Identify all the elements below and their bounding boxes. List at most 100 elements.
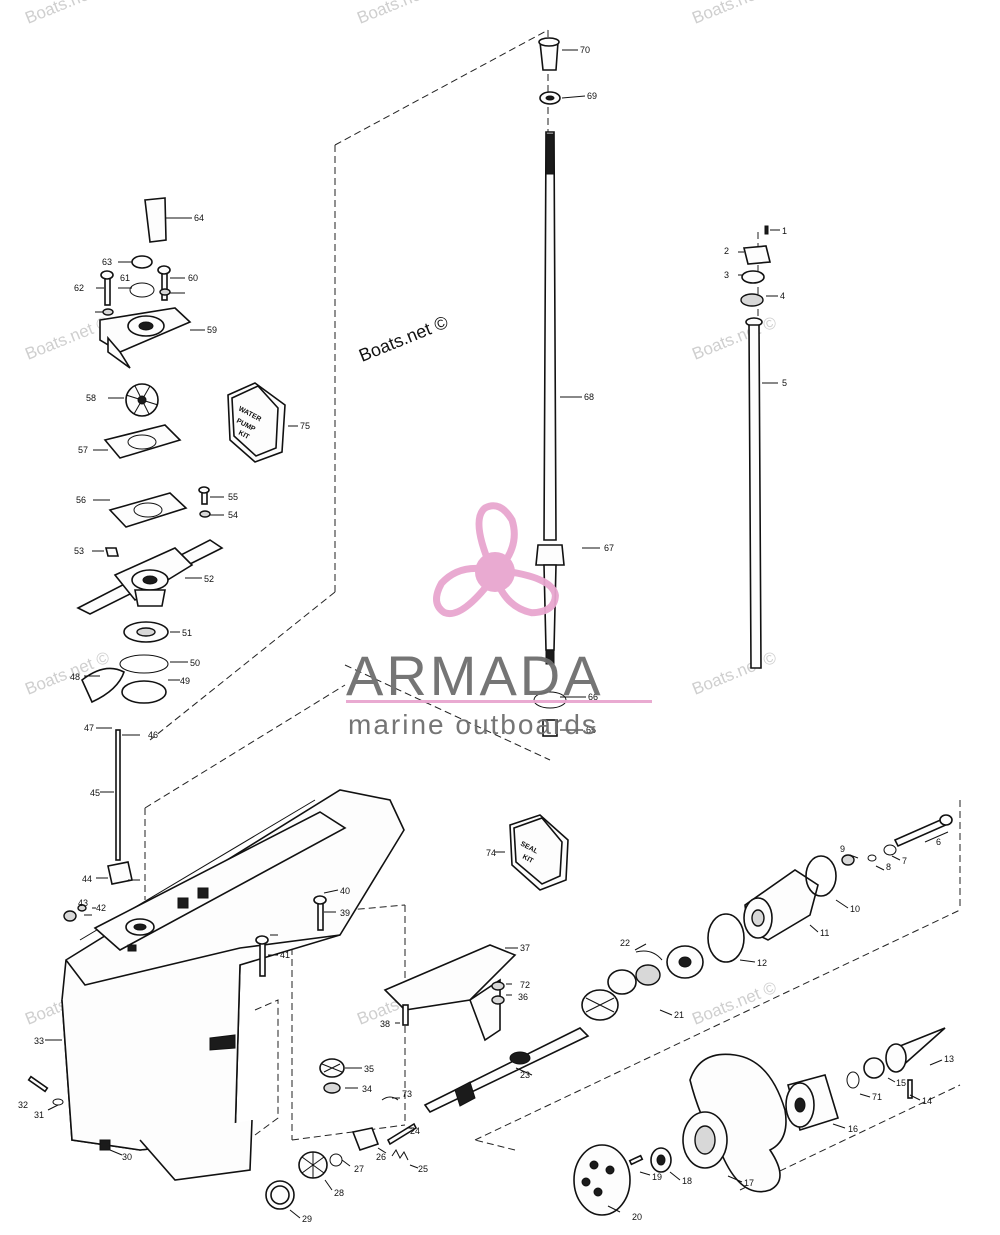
part-number: 62 <box>74 283 84 293</box>
part-number: 75 <box>300 421 310 431</box>
water-pump-assembly <box>76 197 224 704</box>
gearcase-housing <box>61 789 405 1181</box>
part-number: 68 <box>584 392 594 402</box>
logo-wordmark: ARMADA <box>346 644 604 707</box>
part-number: 27 <box>354 1164 364 1174</box>
watermark-center: Boats.net © <box>356 312 451 366</box>
trim-tab <box>383 944 517 1042</box>
watermark: Boats.net © <box>689 313 779 364</box>
part-number: 26 <box>376 1152 386 1162</box>
part-number: 23 <box>520 1070 530 1080</box>
guide-lines <box>144 29 961 1191</box>
part-number: 14 <box>922 1096 932 1106</box>
part-number: 17 <box>744 1178 754 1188</box>
part-number: 16 <box>848 1124 858 1134</box>
part-number: 30 <box>122 1152 132 1162</box>
part-number: 12 <box>757 958 767 968</box>
part-number: 25 <box>418 1164 428 1174</box>
drive-shaft-assembly <box>533 37 567 737</box>
part-number: 7 <box>902 856 907 866</box>
part-number: 74 <box>486 848 496 858</box>
armada-logo: ARMADA marine outboards <box>346 502 652 740</box>
watermark: Boats.net © <box>22 313 112 364</box>
part-number: 57 <box>78 445 88 455</box>
part-number: 70 <box>580 45 590 55</box>
housing-bolts <box>27 895 327 1106</box>
part-number: 52 <box>204 574 214 584</box>
part-number: 20 <box>632 1212 642 1222</box>
seal-kit: SEAL KIT <box>509 814 569 891</box>
part-number: 71 <box>872 1092 882 1102</box>
part-number: 42 <box>96 903 106 913</box>
part-number: 60 <box>188 273 198 283</box>
part-number: 18 <box>682 1176 692 1186</box>
part-number: 31 <box>34 1110 44 1120</box>
shift-rod-assembly <box>740 225 772 669</box>
part-labels: 1 2 3 4 5 6 7 8 9 10 11 12 13 14 15 16 1… <box>18 45 954 1224</box>
leader-lines <box>45 49 949 1219</box>
shift-linkage <box>63 729 133 922</box>
part-number: 65 <box>586 725 596 735</box>
part-number: 46 <box>148 730 158 740</box>
part-number: 8 <box>886 862 891 872</box>
part-number: 72 <box>520 980 530 990</box>
part-number: 38 <box>380 1019 390 1029</box>
part-number: 5 <box>782 378 787 388</box>
part-number: 35 <box>364 1064 374 1074</box>
part-number: 48 <box>70 672 80 682</box>
part-number: 63 <box>102 257 112 267</box>
part-number: 50 <box>190 658 200 668</box>
propeller-logo-icon <box>433 502 559 618</box>
part-number: 73 <box>402 1089 412 1099</box>
water-pump-kit: WATER PUMP KIT <box>227 382 286 463</box>
logo-subtitle: marine outboards <box>348 709 598 740</box>
part-number: 54 <box>228 510 238 520</box>
propeller-assembly <box>573 1027 946 1216</box>
part-number: 22 <box>620 938 630 948</box>
part-number: 69 <box>587 91 597 101</box>
watermark: Boats.net © <box>354 0 444 28</box>
part-number: 44 <box>82 874 92 884</box>
part-number: 24 <box>410 1126 420 1136</box>
part-number: 61 <box>120 273 130 283</box>
part-number: 53 <box>74 546 84 556</box>
part-number: 2 <box>724 246 729 256</box>
part-number: 67 <box>604 543 614 553</box>
part-number: 56 <box>76 495 86 505</box>
part-number: 11 <box>820 928 829 938</box>
watermark: Boats.net © <box>22 0 112 28</box>
part-number: 33 <box>34 1036 44 1046</box>
part-number: 3 <box>724 270 729 280</box>
gear-shaft-assembly <box>265 814 953 1210</box>
part-number: 37 <box>520 943 530 953</box>
watermark: Boats.net © <box>689 648 779 699</box>
part-number: 6 <box>936 837 941 847</box>
part-number: 66 <box>588 692 598 702</box>
part-number: 58 <box>86 393 96 403</box>
part-number: 1 <box>782 226 787 236</box>
part-number: 47 <box>84 723 94 733</box>
part-number: 9 <box>840 844 845 854</box>
part-number: 10 <box>850 904 860 914</box>
part-number: 32 <box>18 1100 28 1110</box>
part-number: 28 <box>334 1188 344 1198</box>
part-number: 4 <box>780 291 785 301</box>
part-number: 39 <box>340 908 350 918</box>
part-number: 59 <box>207 325 217 335</box>
part-number: 34 <box>362 1084 372 1094</box>
part-number: 29 <box>302 1214 312 1224</box>
part-number: 40 <box>340 886 350 896</box>
watermark: Boats.net © <box>689 978 779 1029</box>
part-number: 49 <box>180 676 190 686</box>
part-number: 13 <box>944 1054 954 1064</box>
part-number: 45 <box>90 788 100 798</box>
watermark: Boats.net © <box>689 0 779 28</box>
part-number: 43 <box>78 898 88 908</box>
kit-label: KIT <box>237 430 251 442</box>
part-number: 15 <box>896 1078 906 1088</box>
part-number: 41 <box>280 950 290 960</box>
part-number: 51 <box>182 628 192 638</box>
part-number: 64 <box>194 213 204 223</box>
part-number: 55 <box>228 492 238 502</box>
